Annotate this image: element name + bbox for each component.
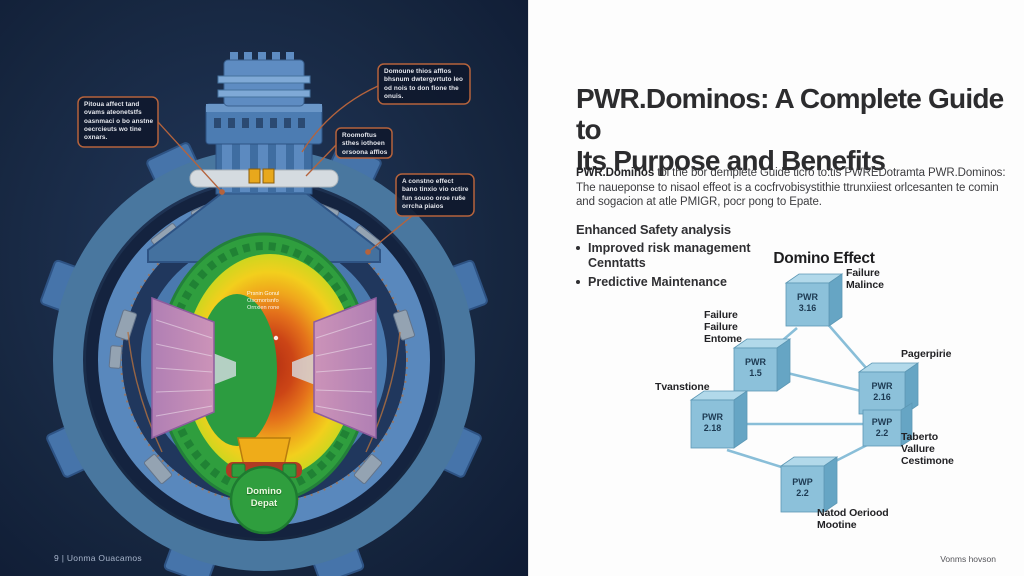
callout-connectors	[157, 85, 413, 255]
node-mid-left: PWR 1.5	[745, 357, 766, 378]
left-footer-text: 9 | Uonma Ouacamos	[54, 553, 142, 563]
control-rod-tower	[189, 52, 339, 195]
core-green-blob	[197, 294, 277, 446]
reactor-panel: Pitoua affect tand ovams ateonetstfs oas…	[0, 0, 528, 576]
callout-text-4: A constno effect bano tinxio vio octire …	[402, 178, 469, 210]
page-title: PWR.Dominos: A Complete Guide to Its Pur…	[576, 83, 1004, 176]
intro-lead: PWR.Dominos	[576, 167, 655, 179]
node-bottom: PWP 2.2	[792, 477, 813, 498]
reactor-illustration	[0, 0, 528, 576]
callout-text-2: Domoune thios afflos bhsnum dwtergvrtuto…	[384, 68, 463, 100]
intro-rest: tol the bor demplete Guide ticro to:tis …	[576, 167, 1006, 209]
safety-bullet-list: Improved risk management Cenntatts Predi…	[576, 241, 806, 290]
label-failure-malince: Failure Malince	[846, 267, 884, 291]
domino-effect-diagram: Domino Effect PWR 3.16 PWR 1.5 PWR 2.16 …	[529, 0, 1024, 576]
node-right-lower: PWP 2.2	[871, 417, 893, 438]
safety-section: Enhanced Safety analysis Improved risk m…	[576, 222, 806, 294]
node-top: PWR 3.16	[797, 292, 818, 313]
label-failure-entome: Failure Failure Entome	[704, 309, 742, 345]
intro-paragraph: PWR.Dominos tol the bor demplete Guide t…	[576, 166, 1018, 210]
bullet-risk-management: Improved risk management Cenntatts	[576, 241, 806, 271]
label-taberto-vallure: Taberto Vallure Cestimone	[901, 431, 954, 467]
content-panel: PWR.Dominos: A Complete Guide to Its Pur…	[528, 0, 1024, 576]
bottom-assembly	[226, 437, 302, 535]
right-footer-text: Vonms hovson	[940, 554, 996, 564]
side-blocks	[151, 296, 377, 440]
domino-depot-label: Domino Depat	[246, 486, 282, 509]
label-natod-oeriood: Natod Oeriood Mootine	[817, 507, 889, 531]
domino-depot-circle	[229, 465, 299, 535]
label-pagerpirie: Pagerpirie	[901, 348, 952, 360]
callout-text-3: Roomoftus sthes iothoen orsoona afflos	[342, 132, 388, 156]
node-left: PWR 2.18	[702, 412, 723, 433]
callout-text-1: Pitoua affect tand ovams ateonetstfs oas…	[84, 101, 154, 142]
label-tvanstione: Tvanstione	[655, 381, 710, 393]
diagram-cubes	[689, 273, 920, 513]
callout-boxes	[77, 63, 475, 217]
node-right-upper: PWR 2.16	[871, 381, 893, 402]
diagram-title: Domino Effect	[773, 250, 875, 267]
bullet-predictive-maintenance: Predictive Maintenance	[576, 275, 806, 290]
core-note-text: Prsnin Gonul Oscrnorisnfo Ornxien rone	[247, 291, 280, 311]
domino-diagram-art	[689, 273, 920, 513]
safety-heading: Enhanced Safety analysis	[576, 222, 731, 237]
